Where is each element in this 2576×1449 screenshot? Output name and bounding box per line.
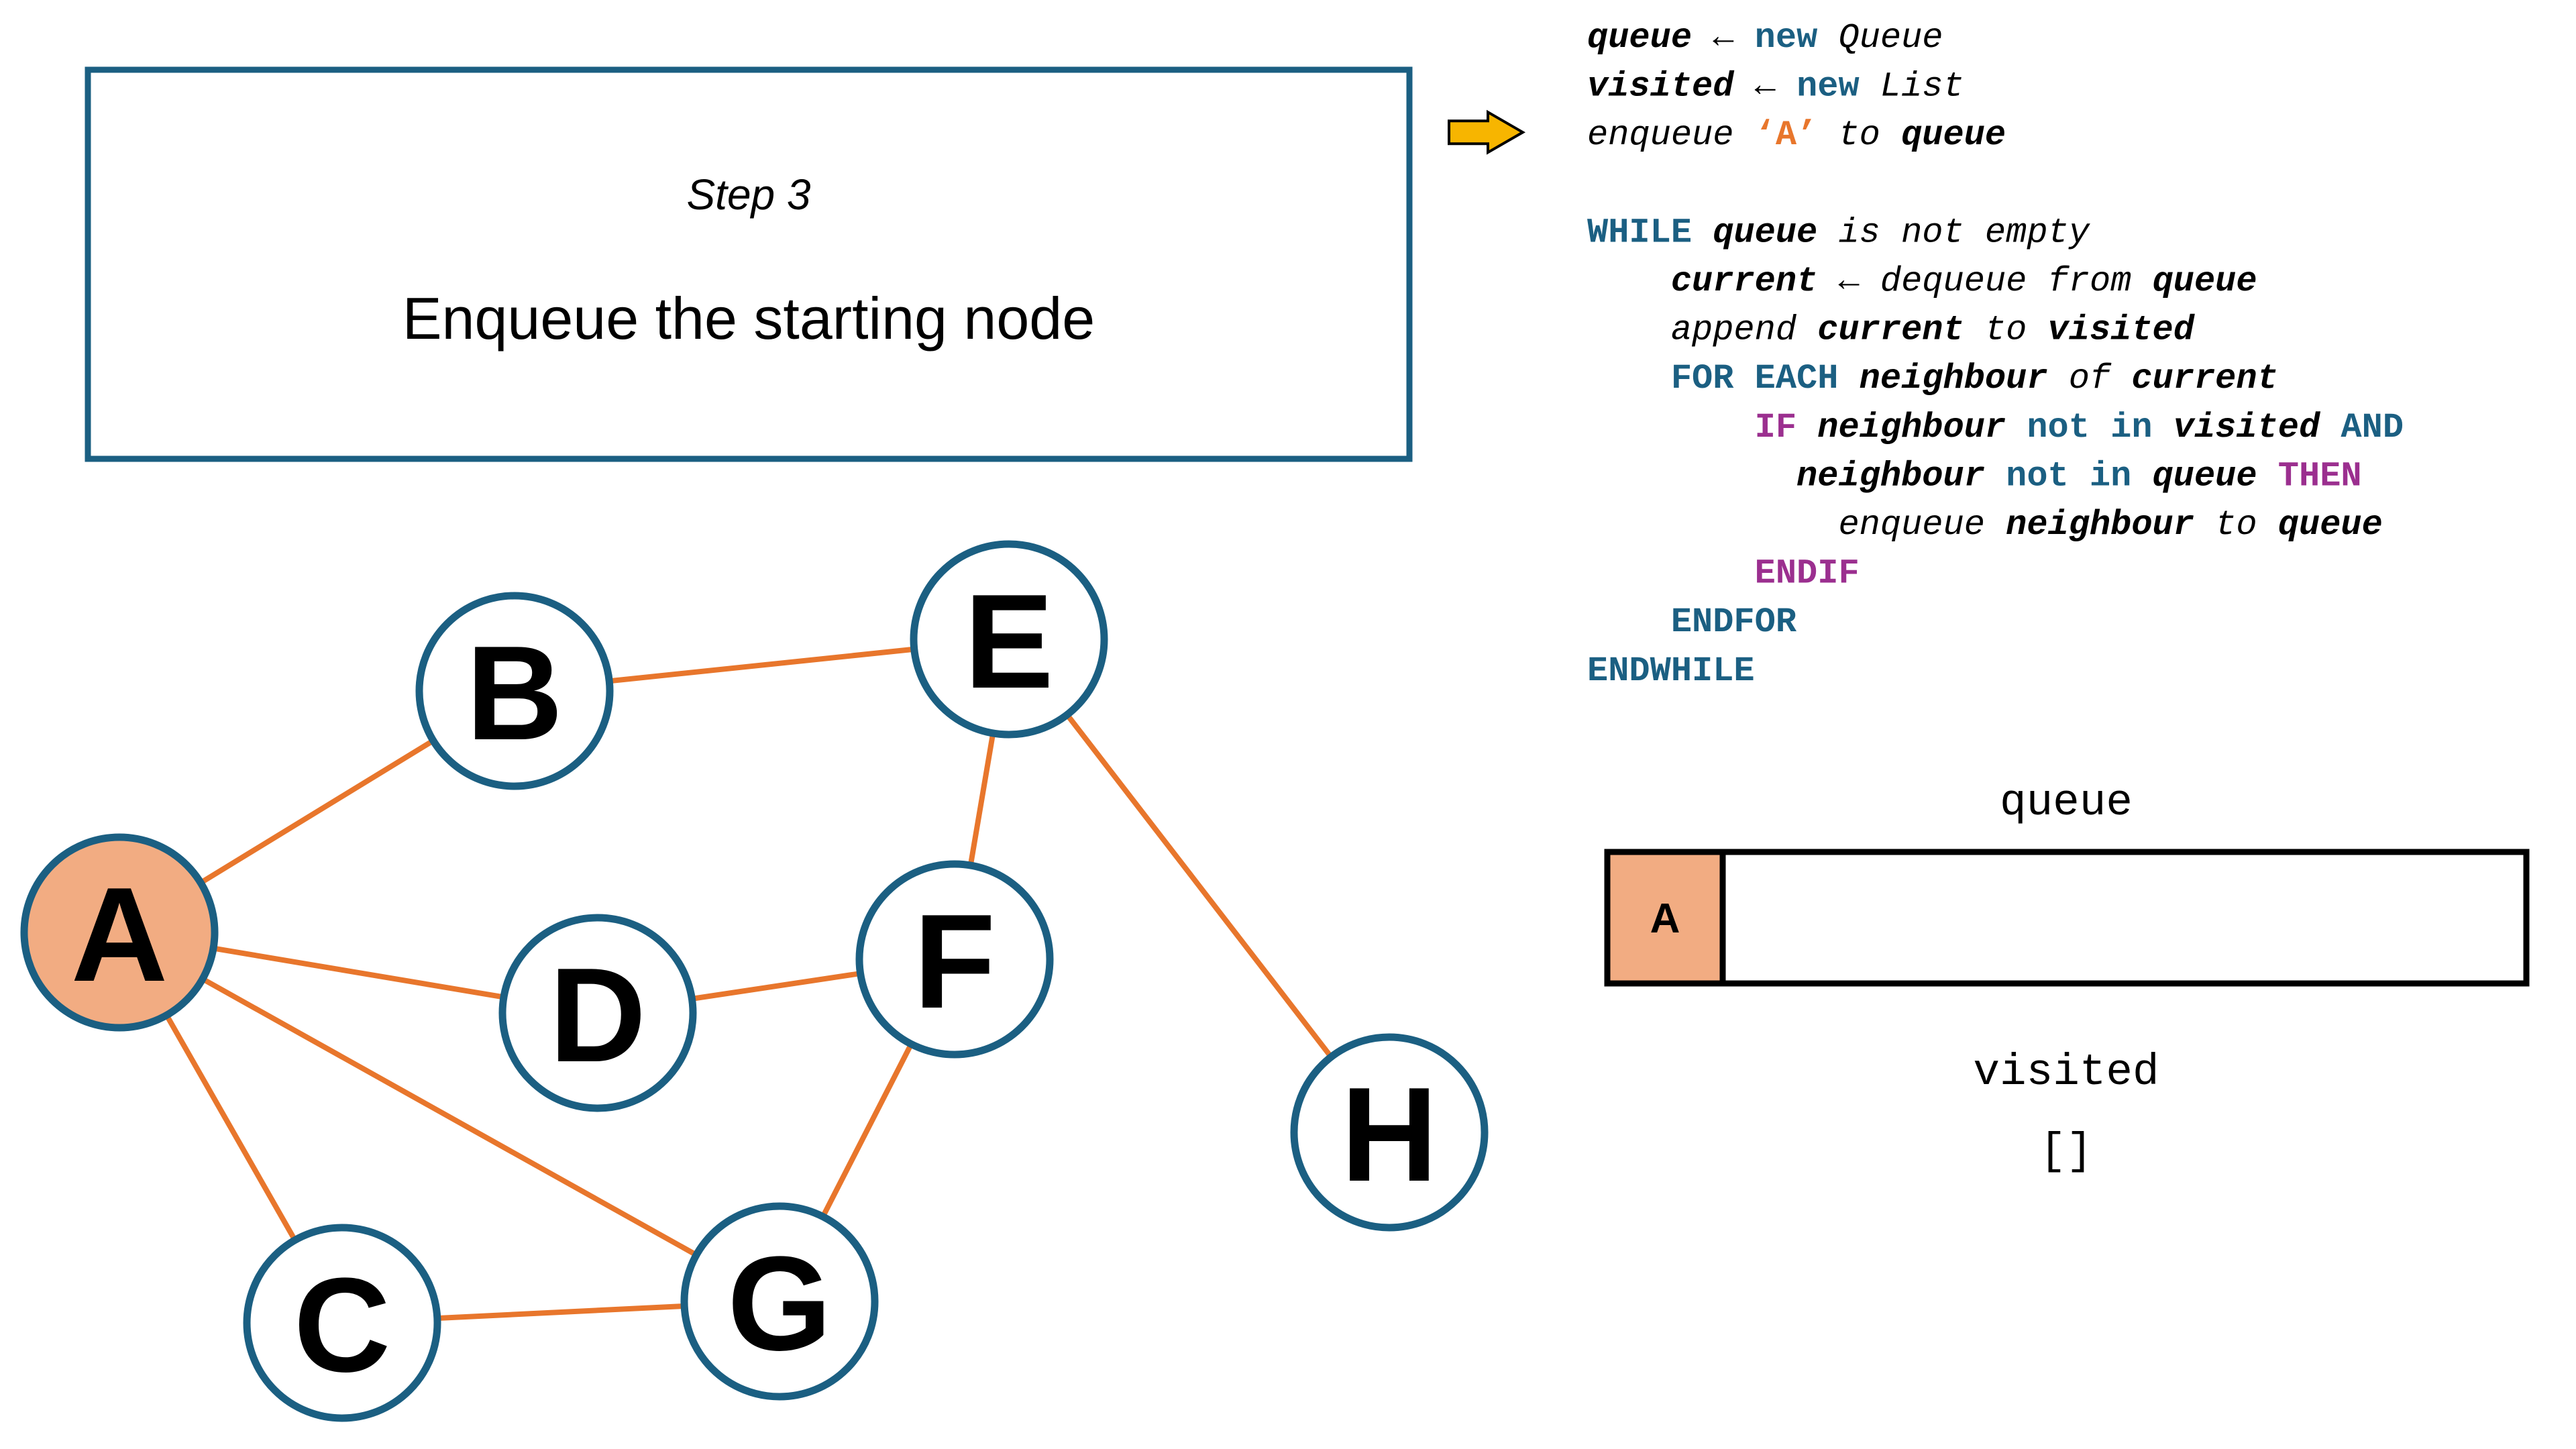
- pseudocode-block: queue ← new Queue visited ← new List enque…: [1587, 18, 2404, 691]
- code-token: current: [1587, 262, 1817, 301]
- code-token: append: [1587, 311, 1817, 350]
- node-label: G: [727, 1229, 832, 1379]
- visited-panel: visited []: [1973, 1047, 2159, 1177]
- code-token: new: [1796, 67, 1860, 107]
- code-token: neighbour: [1587, 456, 1985, 496]
- queue-container: [1604, 849, 2530, 987]
- visited-value: []: [2039, 1126, 2092, 1177]
- code-token: neighbour: [1860, 359, 2048, 398]
- edge-E-H: [1006, 637, 1392, 1134]
- code-line: enqueue neighbour to queue: [1587, 505, 2383, 545]
- step-box: Step 3 Enqueue the starting node: [85, 66, 1413, 462]
- code-token: enqueue: [1587, 505, 2006, 545]
- code-token: neighbour: [2006, 505, 2194, 545]
- queue-cell: [1604, 849, 1726, 987]
- code-token: enqueue: [1587, 115, 1755, 155]
- code-line: queue ← new Queue: [1587, 18, 1943, 58]
- node-circle: [243, 1224, 441, 1422]
- code-token: dequeue from: [1880, 262, 2153, 301]
- code-line: current ← dequeue from queue: [1587, 262, 2257, 301]
- code-token: ‘A’: [1755, 115, 1818, 155]
- code-token: visited: [1587, 67, 1735, 107]
- code-token: ENDFOR: [1587, 602, 1797, 642]
- code-line: neighbour not in queue THEN: [1587, 456, 2362, 496]
- code-token: queue: [2278, 505, 2383, 545]
- code-token: AND: [2320, 408, 2404, 447]
- code-token: ENDWHILE: [1587, 651, 1755, 691]
- code-token: THEN: [2257, 456, 2362, 496]
- node-label: C: [294, 1250, 390, 1400]
- node-circle: [415, 592, 614, 790]
- code-line: WHILE queue is not empty: [1587, 213, 2091, 252]
- node-label: F: [914, 887, 996, 1036]
- node-label: A: [71, 860, 168, 1010]
- code-token: queue: [1587, 18, 1692, 58]
- node-label: H: [1341, 1060, 1438, 1210]
- code-token: to: [1964, 311, 2048, 350]
- code-token: ←: [1817, 262, 1880, 301]
- code-line: enqueue ‘A’ to queue: [1587, 115, 2006, 155]
- code-token: queue: [1901, 115, 2006, 155]
- code-token: queue: [2153, 456, 2257, 496]
- code-line: IF neighbour not in visited AND: [1587, 408, 2404, 447]
- code-token: ENDIF: [1587, 554, 1860, 594]
- step-description: Enqueue the starting node: [402, 285, 1095, 352]
- code-token: visited: [2048, 311, 2196, 350]
- queue-items: A: [1604, 849, 1726, 987]
- code-token: not in: [2006, 408, 2174, 447]
- step-label: Step 3: [686, 170, 810, 219]
- code-token: visited: [2174, 408, 2321, 447]
- code-line: visited ← new List: [1587, 67, 1964, 107]
- node-label: B: [466, 619, 563, 768]
- node-E: E: [910, 540, 1108, 739]
- code-token: to: [1817, 115, 1901, 155]
- code-token: current: [2131, 359, 2277, 398]
- node-circle: [855, 860, 1054, 1059]
- queue-panel: queue A: [1604, 777, 2530, 987]
- node-C: C: [243, 1224, 441, 1422]
- code-token: is not empty: [1817, 213, 2090, 252]
- code-line: append current to visited: [1587, 311, 2196, 350]
- code-token: to: [2194, 505, 2278, 545]
- graph-nodes: A B C D E F G H: [20, 540, 1489, 1422]
- queue-label: queue: [2000, 777, 2133, 828]
- edge-A-G: [118, 930, 781, 1304]
- code-line: ENDWHILE: [1587, 651, 1755, 691]
- code-token: ←: [1692, 18, 1755, 58]
- current-line-arrow-icon: [1448, 109, 1526, 155]
- node-circle: [498, 914, 697, 1112]
- code-token: ←: [1733, 67, 1796, 107]
- code-token: Queue: [1817, 18, 1943, 58]
- queue-item-label: A: [1650, 896, 1680, 942]
- node-circle: [910, 540, 1108, 739]
- code-token: new: [1755, 18, 1818, 58]
- node-circle: [1290, 1033, 1489, 1232]
- code-line: ENDIF: [1587, 554, 1860, 594]
- code-token: WHILE: [1587, 213, 1713, 252]
- node-F: F: [855, 860, 1054, 1059]
- code-line: FOR EACH neighbour of current: [1587, 359, 2278, 398]
- code-token: FOR EACH: [1587, 359, 1860, 398]
- node-A: A: [20, 833, 219, 1032]
- code-token: List: [1860, 67, 1964, 107]
- code-token: queue: [2153, 262, 2257, 301]
- code-token: of: [2048, 359, 2132, 398]
- code-token: queue: [1713, 213, 1817, 252]
- code-token: not in: [1985, 456, 2153, 496]
- step-box-frame: [85, 66, 1413, 462]
- node-label: E: [964, 567, 1053, 716]
- node-G: G: [680, 1202, 879, 1401]
- visited-label: visited: [1973, 1047, 2159, 1097]
- node-B: B: [415, 592, 614, 790]
- node-circle: [680, 1202, 879, 1401]
- node-D: D: [498, 914, 697, 1112]
- node-H: H: [1290, 1033, 1489, 1232]
- code-token: neighbour: [1817, 408, 2006, 447]
- node-circle: [20, 833, 219, 1032]
- code-line: ENDFOR: [1587, 602, 1797, 642]
- code-token: current: [1817, 311, 1964, 350]
- node-label: D: [549, 941, 646, 1090]
- code-token: IF: [1587, 408, 1817, 447]
